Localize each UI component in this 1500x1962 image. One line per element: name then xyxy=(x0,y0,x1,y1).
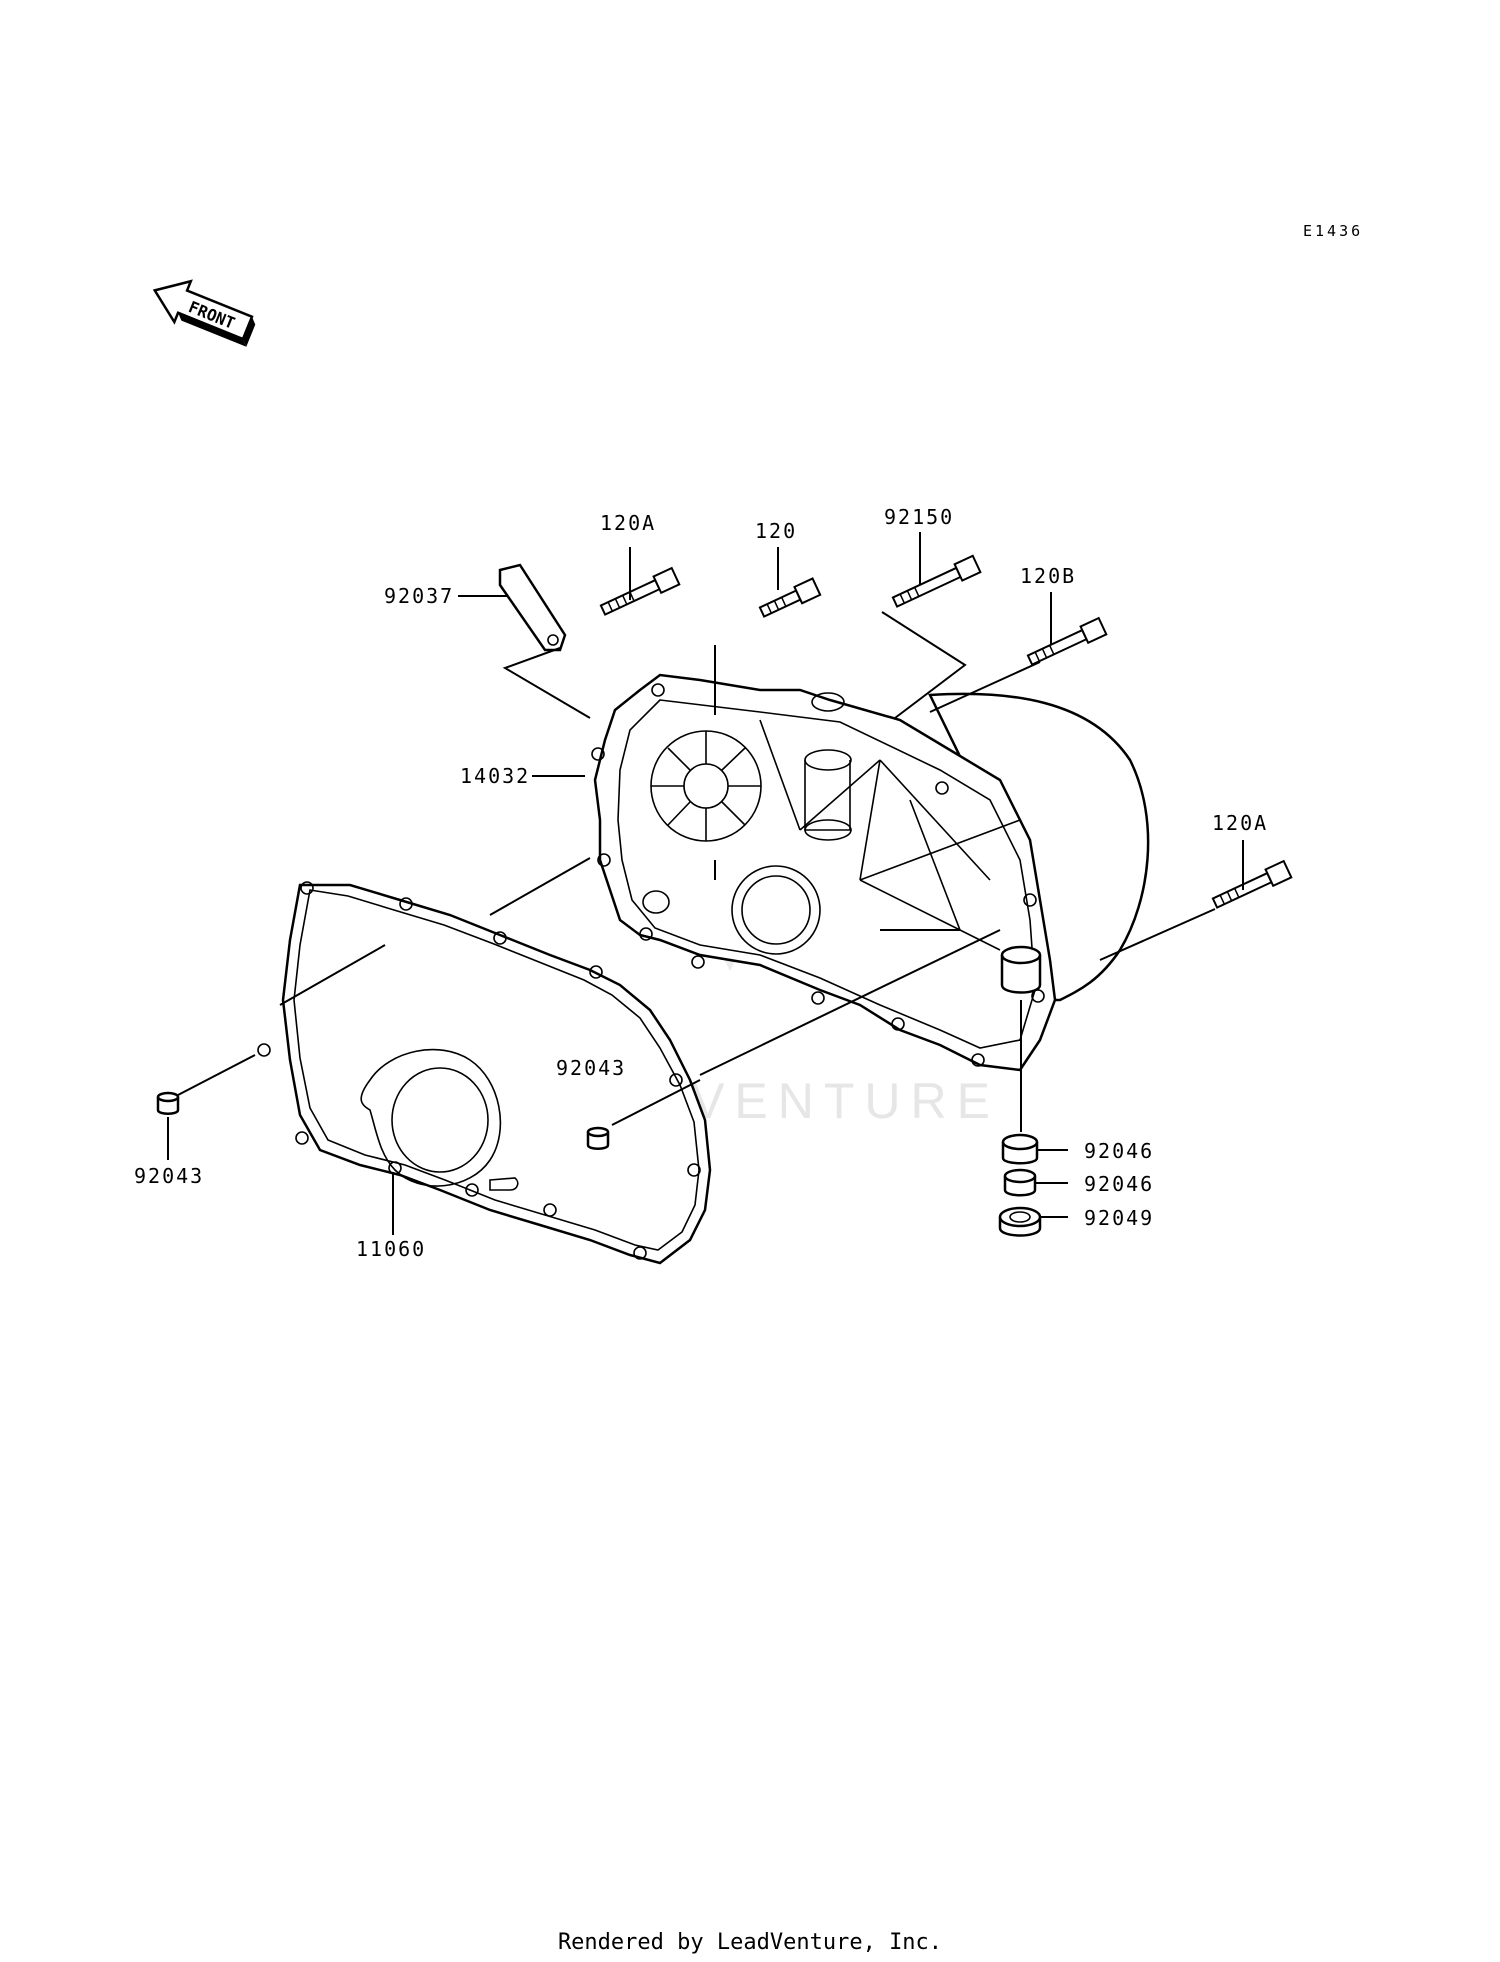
bushing-92046-b xyxy=(1003,1168,1037,1197)
part-labels: 120A 120 92150 120B 92037 14032 120A 920… xyxy=(134,505,1268,1261)
footer-credit: Rendered by LeadVenture, Inc. xyxy=(557,1930,943,1955)
label-92046-b: 92046 xyxy=(1084,1172,1154,1196)
bolt-120a-right xyxy=(1211,859,1293,909)
label-92150: 92150 xyxy=(884,505,954,529)
label-120b: 120B xyxy=(1020,564,1076,588)
label-92043-left: 92043 xyxy=(134,1164,204,1188)
label-120a-top: 120A xyxy=(600,511,656,535)
bearing-92049 xyxy=(998,1206,1042,1237)
diagram-code: E1436 xyxy=(1303,222,1363,240)
label-14032: 14032 xyxy=(460,764,530,788)
label-92049: 92049 xyxy=(1084,1206,1154,1230)
bushing-92046-a xyxy=(1001,1133,1039,1165)
label-120: 120 xyxy=(755,519,797,543)
leader-lines xyxy=(167,532,1244,1235)
bracket-92037 xyxy=(498,563,567,652)
dowel-pin-left xyxy=(156,1091,180,1115)
gasket xyxy=(257,881,712,1265)
bolt-120a-top xyxy=(599,566,681,616)
dowel-pin-center xyxy=(586,1126,610,1150)
bolt-120 xyxy=(758,577,822,618)
front-arrow-icon: FRONT xyxy=(152,279,256,347)
bolt-92150 xyxy=(891,554,982,608)
label-92046-a: 92046 xyxy=(1084,1139,1154,1163)
label-11060: 11060 xyxy=(356,1237,426,1261)
label-92037: 92037 xyxy=(384,584,454,608)
label-120a-right: 120A xyxy=(1212,811,1268,835)
clutch-cover xyxy=(591,673,1150,1072)
label-92043-center: 92043 xyxy=(556,1056,626,1080)
bolt-120b xyxy=(1026,616,1108,666)
